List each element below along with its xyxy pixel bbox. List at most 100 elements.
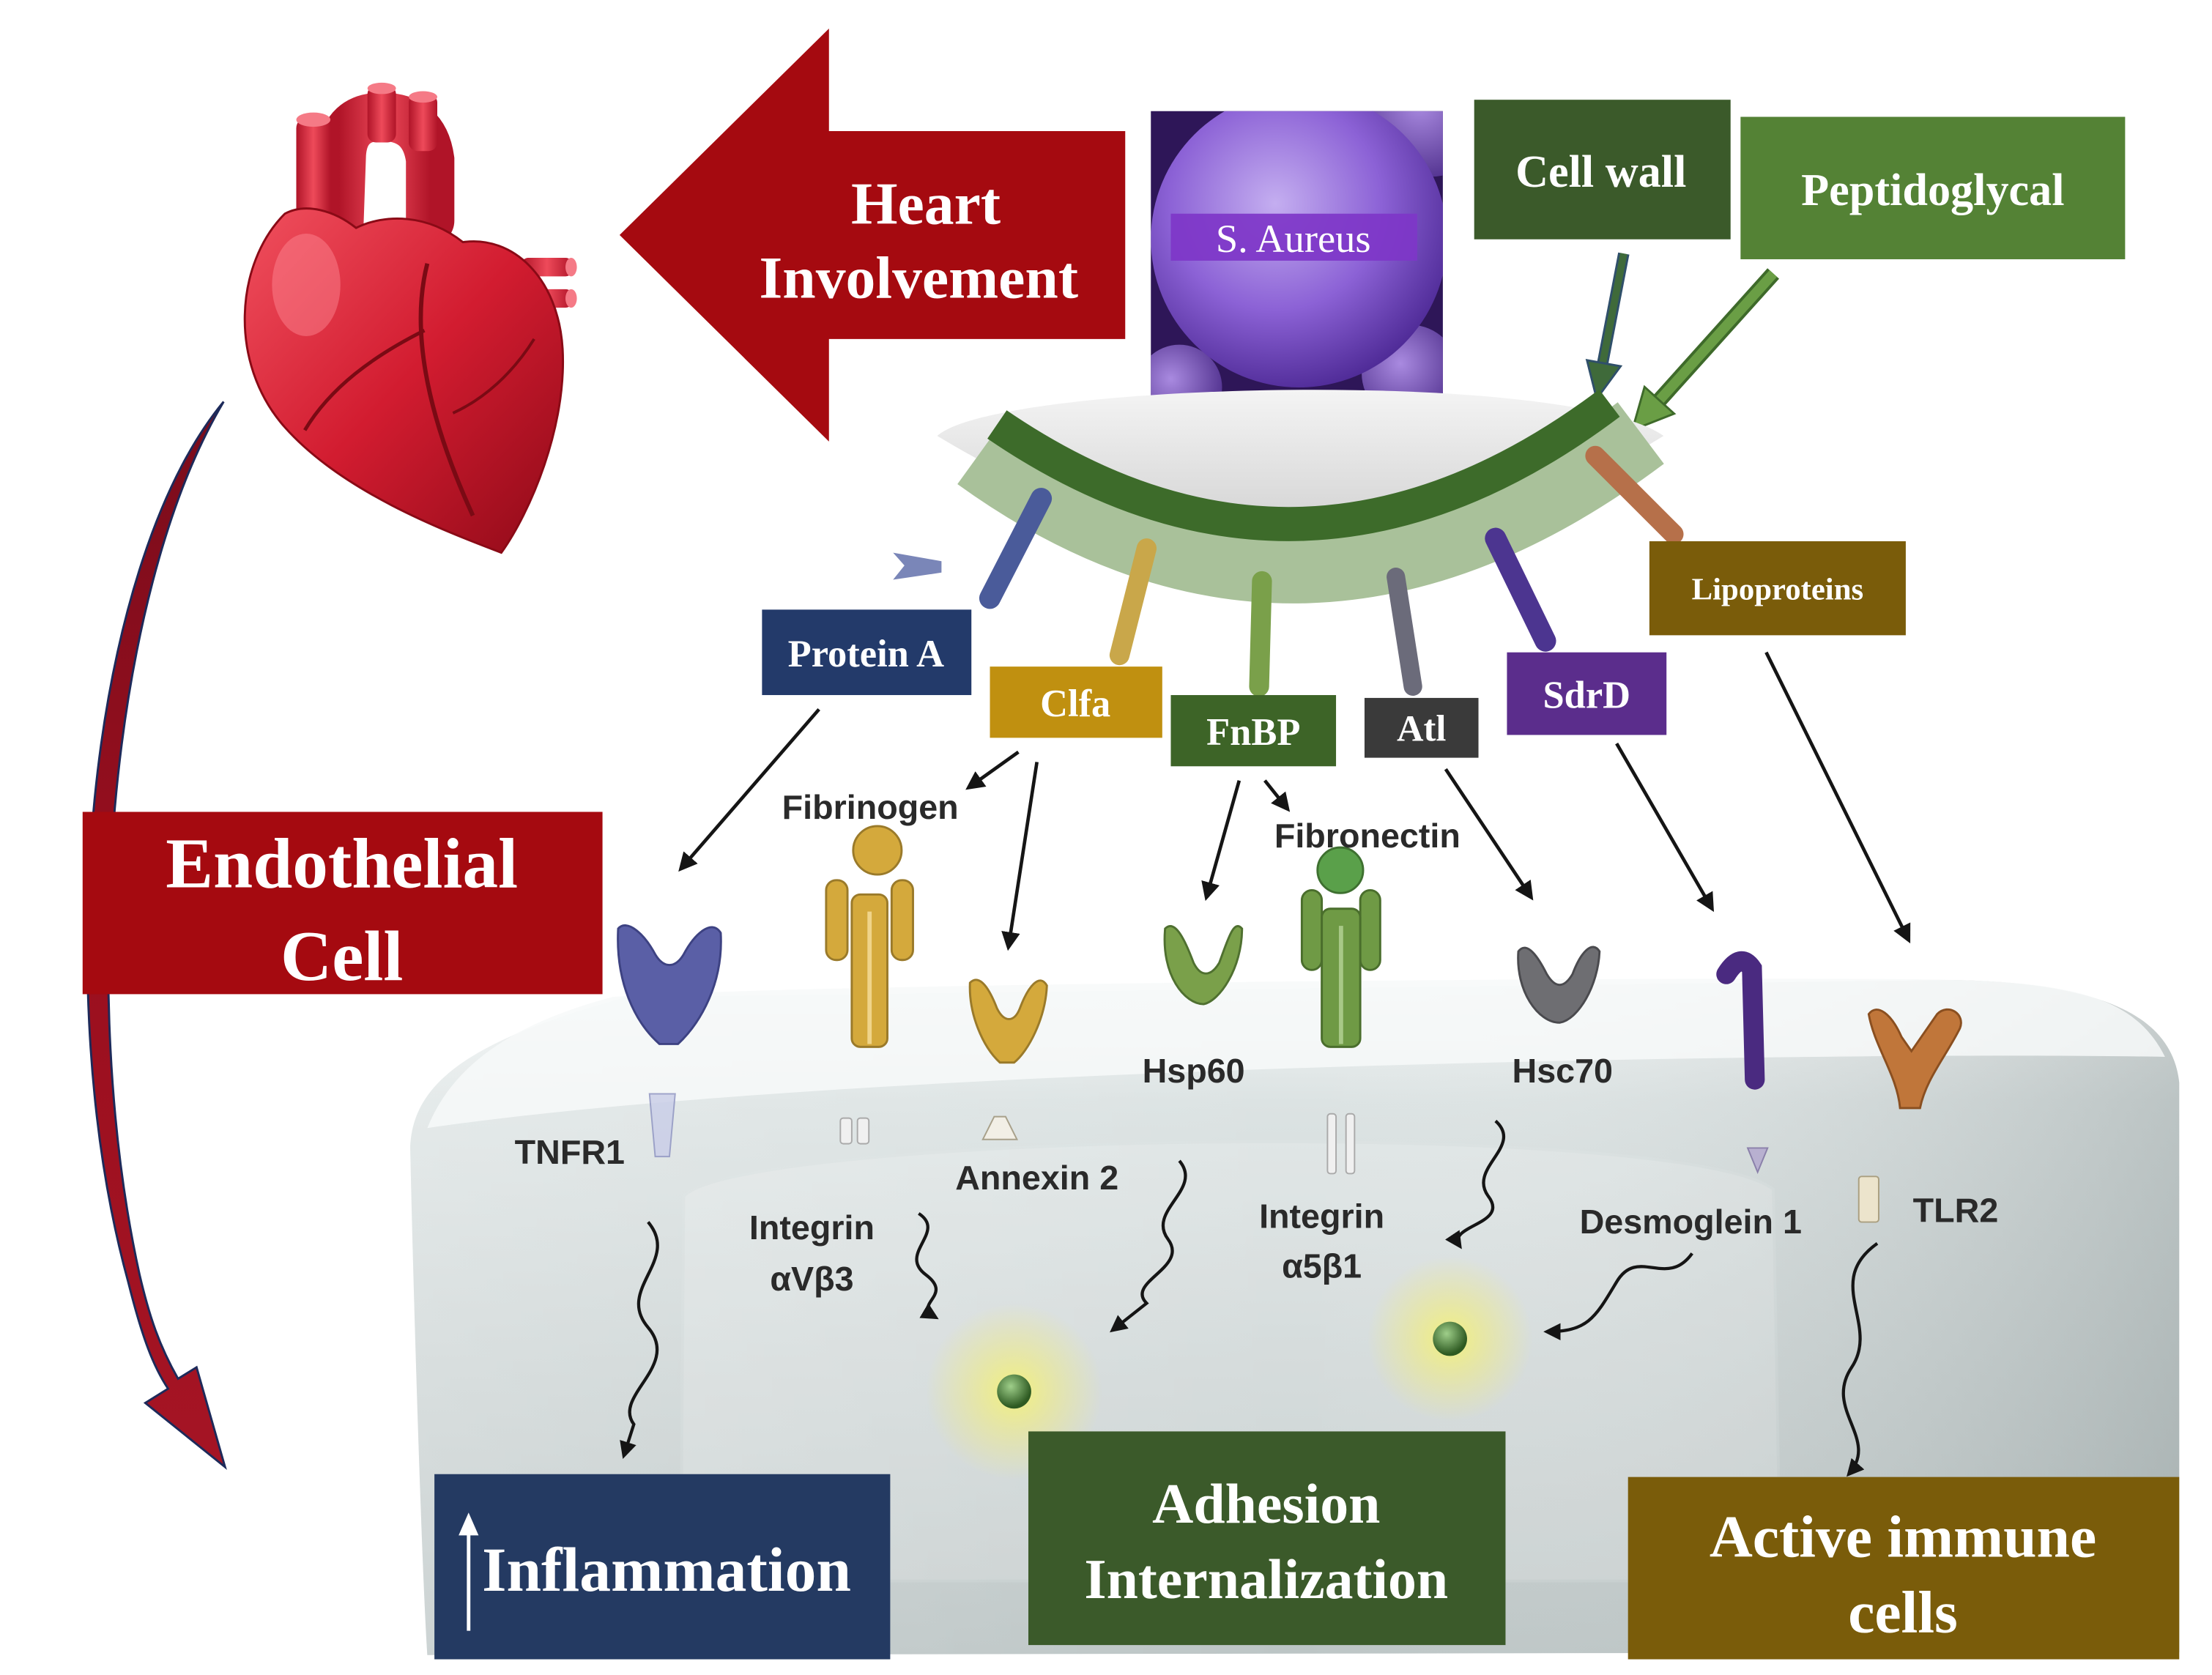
atl-stalk xyxy=(1387,567,1422,697)
fnbp-stalk xyxy=(1249,571,1272,697)
desmoglein1-signal-arrow xyxy=(1543,1252,1693,1341)
tnfr1-label: TNFR1 xyxy=(515,1133,625,1171)
receptor-integrin-a5b1 xyxy=(1300,846,1381,1175)
active-immune-cells-outcome: Active immune cells xyxy=(1628,1477,2180,1660)
heart-involvement-arrow: Heart Involvement xyxy=(619,28,1126,442)
fibronectin-label: Fibronectin xyxy=(1274,817,1461,855)
fnbp-label: FnBP xyxy=(1206,711,1300,754)
increase-arrow-head xyxy=(459,1512,479,1536)
receptor-integrin-avb3 xyxy=(825,825,914,1145)
peptidoglycan-band xyxy=(987,389,1620,541)
heart-body xyxy=(243,207,565,554)
signaling-arrows xyxy=(620,1119,1879,1477)
annexin2-signal-arrow xyxy=(1110,1159,1187,1333)
fibrinogen-ligand xyxy=(852,825,903,876)
integrin-avb3-intracellular-2 xyxy=(856,1117,870,1145)
protein-a-tag: Protein A xyxy=(762,609,972,696)
integrin-avb3-label-line-2: αVβ3 xyxy=(770,1260,853,1298)
atl-to-hsc70-arrow xyxy=(1444,768,1534,901)
integrin-a5b1-intracellular-2 xyxy=(1345,1113,1356,1175)
integrin-avb3-right-arm xyxy=(890,879,914,962)
cell-wall-callout: Cell wall xyxy=(1474,100,1731,401)
heart-highlight xyxy=(272,233,341,336)
clfa-box xyxy=(990,666,1162,738)
clfa-to-annexin2-arrow xyxy=(1001,762,1039,951)
clfa-label: Clfa xyxy=(1040,683,1110,725)
atl-box xyxy=(1364,697,1479,758)
vena-cava-cap xyxy=(296,112,331,127)
bacterium-label: S. Aureus xyxy=(1216,216,1371,261)
protein-a-to-tnfr1-arrow xyxy=(678,707,820,872)
hsc70-receptor-shape xyxy=(1517,946,1601,1024)
annexin2-label: Annexin 2 xyxy=(955,1159,1118,1197)
fibrinogen-label: Fibrinogen xyxy=(782,788,959,826)
tnfr1-signal-arrow xyxy=(620,1221,659,1459)
integrin-avb3-signal-arrow xyxy=(915,1212,939,1320)
heart-involvement-arrow-shape xyxy=(619,28,1126,442)
pulmonary-vein-2-cap xyxy=(565,289,577,308)
tlr2-intracellular xyxy=(1857,1176,1879,1223)
tlr2-label: TLR2 xyxy=(1913,1192,1999,1230)
coronary-branch xyxy=(303,329,426,431)
hsc70-signal-arrow xyxy=(1445,1119,1506,1249)
coronary-artery xyxy=(418,263,475,517)
adhesion-internalization-outcome: Adhesion Internalization xyxy=(1028,1431,1506,1646)
integrin-avb3-intracellular-1 xyxy=(839,1117,853,1145)
tnfr1-receptor-shape xyxy=(617,924,722,1045)
active-immune-cells-box xyxy=(1628,1477,2180,1660)
peptidoglycan-pointer-head xyxy=(1630,385,1677,432)
small-protein-stub xyxy=(893,552,942,580)
inflammation-label: Inflammation xyxy=(482,1535,851,1605)
heart-involvement-line-1: Heart xyxy=(851,170,1001,237)
neighbor-cell-bottom-left xyxy=(1151,344,1222,396)
integrin-a5b1-intracellular-1 xyxy=(1326,1113,1337,1175)
binding-arrows xyxy=(678,651,1911,951)
endothelial-cell-tag: Endothelial Cell xyxy=(82,811,603,996)
internalized-bacterium-2 xyxy=(1367,1256,1533,1422)
receptor-annexin2 xyxy=(968,978,1048,1140)
integrin-a5b1-label-line-1: Integrin xyxy=(1259,1197,1384,1235)
clfa-to-fibrinogen-arrow xyxy=(965,750,1020,790)
adhesion-internalization-box xyxy=(1028,1431,1506,1646)
fnbp-to-hsp60-arrow xyxy=(1201,780,1242,902)
annexin2-receptor-shape xyxy=(968,978,1048,1064)
lipoproteins-label: Lipoproteins xyxy=(1692,573,1863,607)
vena-cava xyxy=(296,116,331,231)
adhesion-label: Adhesion xyxy=(1152,1472,1380,1535)
aortic-branch-2 xyxy=(409,94,437,152)
integrin-a5b1-left-arm xyxy=(1300,888,1324,971)
inflammation-outcome: Inflammation xyxy=(434,1474,891,1660)
lipoproteins-to-tlr2-arrow xyxy=(1764,651,1911,944)
peptidoglycan-callout: Peptidoglycal xyxy=(1630,116,2126,432)
desmoglein1-intracellular xyxy=(1746,1147,1769,1175)
cell-wall-pointer-inner xyxy=(1598,253,1628,365)
integrin-avb3-left-arm xyxy=(825,879,849,962)
tlr2-receptor-shape xyxy=(1867,1008,1962,1110)
hsp60-receptor-shape xyxy=(1163,925,1244,1006)
protein-a-box xyxy=(762,609,972,696)
cell-wall-label: Cell wall xyxy=(1515,147,1686,197)
heart-to-cell-curved-arrow xyxy=(86,401,227,1471)
fnbp-to-fibronectin-arrow xyxy=(1263,779,1291,812)
aortic-branch-1-cap xyxy=(367,82,396,94)
endothelial-cell-box xyxy=(82,811,603,995)
sdrd-box xyxy=(1507,652,1667,735)
fibronectin-ligand xyxy=(1316,846,1365,894)
sdrd-label: SdrD xyxy=(1543,675,1630,717)
lipoproteins-tag: Lipoproteins xyxy=(1649,541,1906,636)
protein-a-label: Protein A xyxy=(788,633,944,675)
tnfr1-intracellular xyxy=(648,1093,676,1158)
lipoproteins-box xyxy=(1649,541,1906,636)
integrin-a5b1-right-arm xyxy=(1359,888,1381,971)
annexin2-intracellular xyxy=(981,1115,1019,1140)
receptor-hsc70 xyxy=(1517,946,1601,1024)
peptidoglycan-box xyxy=(1740,116,2126,259)
peptidoglycan-pointer-inner xyxy=(1655,270,1778,404)
cell-wall-box xyxy=(1474,100,1731,239)
integrin-avb3-label-line-1: Integrin xyxy=(749,1208,875,1247)
sdrd-stalk xyxy=(1485,527,1556,652)
inflammation-box xyxy=(434,1474,891,1660)
sdrd-to-desmoglein1-arrow xyxy=(1615,742,1715,913)
heart-illustration xyxy=(243,82,577,554)
